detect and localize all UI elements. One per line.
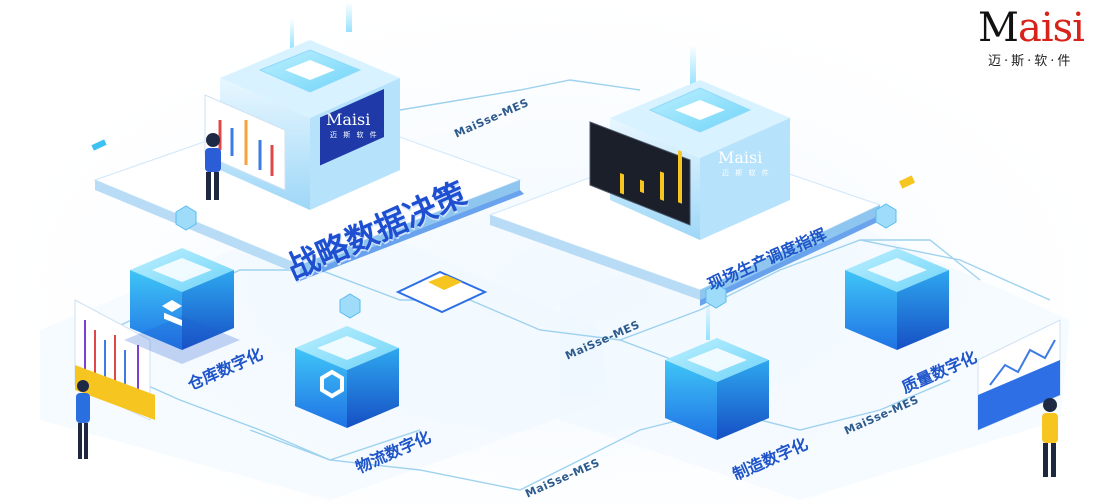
- warehouse-cube: [124, 248, 240, 364]
- person-right: [1042, 398, 1058, 477]
- logistics-cube: [295, 326, 399, 428]
- manufacturing-cube: [665, 338, 769, 440]
- hand-box-icon: [162, 300, 182, 327]
- accent-cyan: [91, 139, 107, 151]
- chart-board-right: [977, 319, 1061, 431]
- left-server-brand: Maisi: [326, 110, 371, 129]
- chart-board-top: [204, 94, 286, 191]
- quality-cube: [845, 248, 949, 350]
- dashboard-screen: [589, 121, 691, 226]
- right-server-brand: Maisi: [718, 148, 763, 167]
- logo-subtitle: 迈·斯·软·件: [988, 54, 1074, 69]
- person-top: [205, 133, 221, 200]
- logo-wordmark: Maisi: [978, 5, 1085, 51]
- right-server-brand-sub: 迈 斯 软 件: [722, 169, 771, 177]
- center-card-tile: [395, 270, 488, 314]
- left-server-brand-sub: 迈 斯 软 件: [330, 131, 379, 139]
- accent-yellow: [898, 175, 916, 189]
- maisi-logo: Maisi 迈·斯·软·件: [978, 5, 1098, 69]
- chart-board-left: [74, 299, 155, 421]
- hex-nodes: [175, 203, 897, 319]
- beam-markers: [290, 2, 710, 340]
- truck-logo-icon: [320, 369, 344, 399]
- person-left: [76, 380, 90, 459]
